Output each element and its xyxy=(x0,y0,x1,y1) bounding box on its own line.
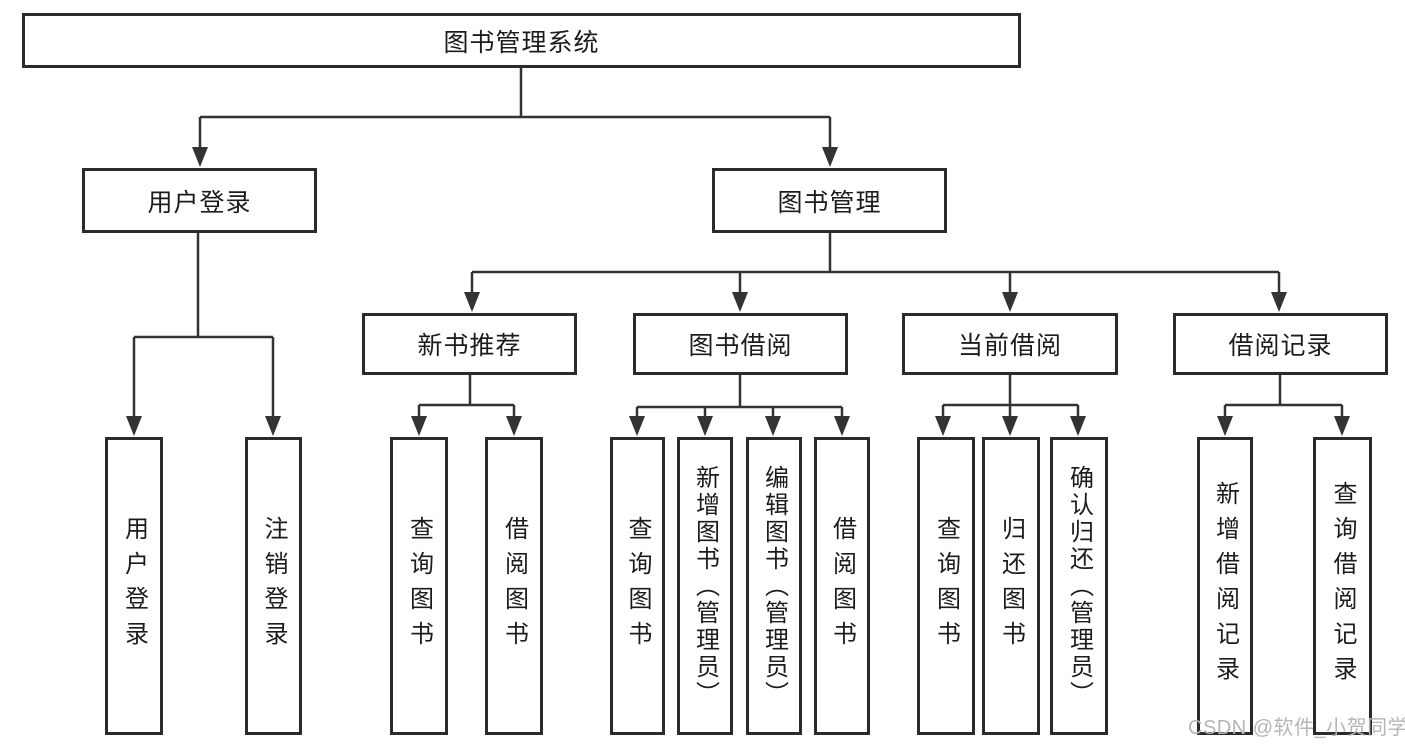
leaf-query-borrow-record: 查询借阅记录 xyxy=(1313,437,1372,735)
leaf-confirm-return-admin: 确认归还（管理员） xyxy=(1050,437,1108,735)
node-borrow-records: 借阅记录 xyxy=(1173,313,1388,375)
arrowhead-icons xyxy=(126,147,1350,436)
node-book-borrowing: 图书借阅 xyxy=(633,313,848,375)
node-current-borrowing: 当前借阅 xyxy=(902,313,1118,375)
leaf-query-books-current: 查询图书 xyxy=(917,437,975,735)
leaf-query-books-borrow: 查询图书 xyxy=(610,437,665,735)
csdn-watermark: CSDN @软件_小贺同学 xyxy=(1188,717,1405,739)
leaf-add-books-admin: 新增图书（管理员） xyxy=(677,437,733,735)
node-user-login: 用户登录 xyxy=(82,168,317,233)
node-book-management: 图书管理 xyxy=(712,168,947,233)
leaf-return-books: 归还图书 xyxy=(982,437,1040,735)
leaf-edit-books-admin: 编辑图书（管理员） xyxy=(746,437,802,735)
leaf-borrow-books: 借阅图书 xyxy=(814,437,870,735)
leaf-query-books-recommend: 查询图书 xyxy=(390,437,448,735)
node-new-book-recommend: 新书推荐 xyxy=(362,313,577,375)
leaf-logout: 注销登录 xyxy=(245,437,302,735)
leaf-add-borrow-record: 新增借阅记录 xyxy=(1197,437,1253,735)
node-library-system: 图书管理系统 xyxy=(22,13,1021,68)
leaf-borrow-books-recommend: 借阅图书 xyxy=(485,437,543,735)
leaf-user-login: 用户登录 xyxy=(105,437,163,735)
